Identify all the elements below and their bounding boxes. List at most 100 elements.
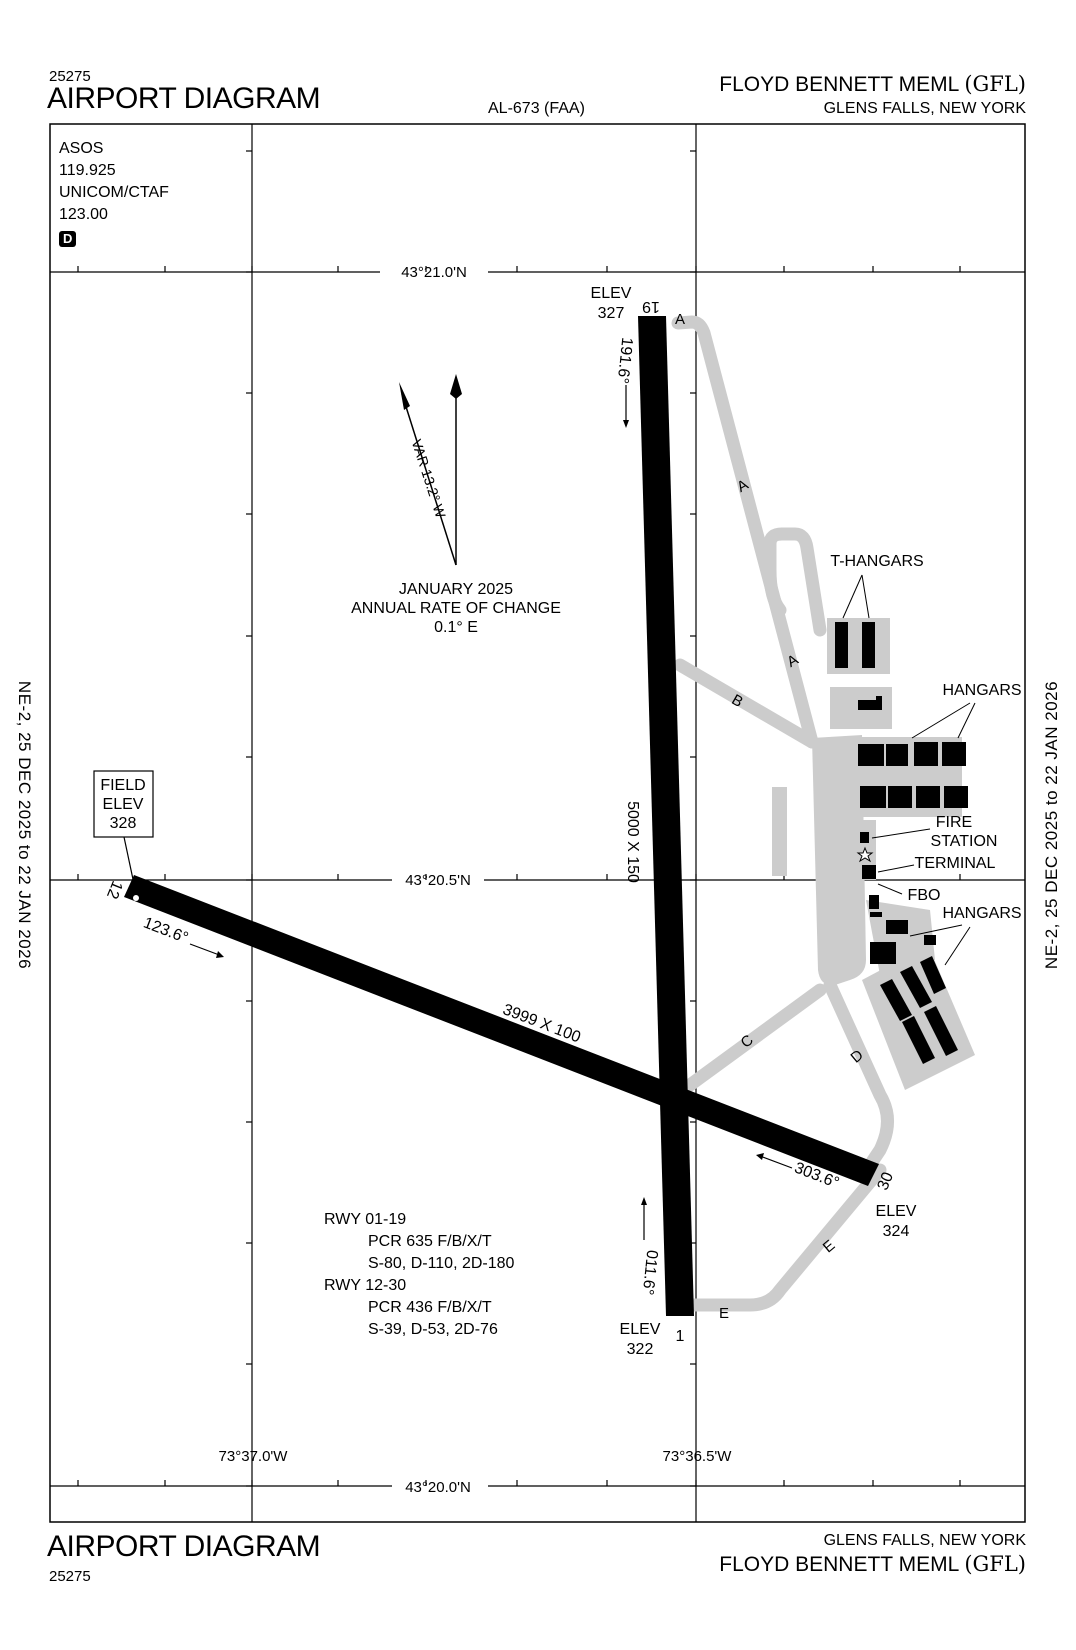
terminal-building: [862, 865, 876, 879]
taxiway-a: [671, 315, 819, 749]
airport-ident: (GFL): [964, 72, 1026, 96]
hangars-label-south: HANGARS: [942, 905, 1021, 922]
rwy-12-arrowhead: [216, 951, 224, 958]
airport-ident: (GFL): [964, 1552, 1026, 1576]
hangar-sw1: [880, 979, 912, 1021]
elev-19-label: ELEV: [591, 285, 632, 302]
hangar-s1: [860, 786, 886, 808]
field-elev-marker: [133, 895, 139, 901]
hangar-s4: [944, 786, 968, 808]
elev-1-value: 322: [627, 1341, 654, 1358]
t-hangars-label: T-HANGARS: [830, 553, 923, 570]
hangars-south-leader-1: [909, 924, 963, 937]
t-hangars-leader-2: [861, 574, 870, 619]
rwy-30-heading-arrow: [759, 1155, 793, 1169]
d-atis-badge: D: [59, 231, 77, 247]
chart-frame: [49, 123, 1026, 1523]
taxiway-a-bypass: [763, 527, 827, 637]
rwy-01-19-dimensions: 5000 X 150: [624, 801, 641, 883]
taxiway-label-e2: E: [719, 1305, 729, 1322]
hangar-small-east: [924, 935, 936, 945]
elev-30-label: ELEV: [876, 1203, 917, 1220]
t-hangar-2: [862, 622, 875, 668]
field-elev-value: 328: [110, 815, 137, 832]
taxiway-d: [823, 978, 894, 1172]
fire-station-star-icon: [856, 846, 874, 863]
terminal-label: TERMINAL: [915, 855, 996, 872]
pcr-rwy-12-30: RWY 12-30: [324, 1277, 406, 1294]
lon-label-right: 73°36.5'W: [663, 1448, 733, 1465]
hangars-south-leader-2: [944, 926, 971, 966]
hangar-n2: [886, 744, 908, 766]
rwy-1-end-label: 1: [676, 1328, 685, 1345]
city-state-top: GLENS FALLS, NEW YORK: [823, 100, 1026, 117]
taxiway-e: [683, 1163, 887, 1312]
pcr-rwy-01-19-weights: S-80, D-110, 2D-180: [368, 1255, 515, 1272]
taxiway-b: [673, 658, 819, 749]
taxiway-label-a1: A: [675, 311, 685, 328]
rwy-19-end-label: 19: [642, 298, 660, 315]
small-hangar-body: [858, 700, 880, 710]
field-elev-line1: FIELD: [100, 777, 145, 794]
pcr-rwy-12-30-value: PCR 436 F/B/X/T: [368, 1299, 492, 1316]
airport-name-text: FLOYD BENNETT MEML: [719, 1553, 959, 1576]
hangar-s2: [888, 786, 912, 808]
grid-ticks: [77, 150, 961, 1487]
terminal-leader: [877, 864, 915, 873]
fbo-annex: [870, 912, 882, 917]
fire-station-label-1: FIRE: [936, 814, 972, 831]
buildings: [835, 622, 968, 1064]
airport-name-top: FLOYD BENNETT MEML (GFL): [719, 72, 1026, 97]
small-hangar-wing: [876, 696, 882, 710]
rwy-1-arrowhead: [641, 1197, 647, 1205]
fbo-leader: [877, 883, 903, 895]
procedure-id: AL-673 (FAA): [488, 100, 585, 117]
airport-name-bottom: FLOYD BENNETT MEML (GFL): [719, 1552, 1026, 1577]
lat-label-mid: 43°20.5'N: [405, 872, 471, 889]
field-elev-leader: [123, 836, 135, 885]
chart-id-top: 25275: [49, 68, 91, 85]
annual-change-label: ANNUAL RATE OF CHANGE: [351, 600, 561, 617]
variation-date: JANUARY 2025: [399, 581, 513, 598]
field-elev-box: [93, 770, 154, 838]
rwy-12-heading-arrow: [189, 943, 223, 957]
comms-block: ASOS 119.925 UNICOM/CTAF 123.00 D: [59, 138, 169, 250]
taxiway-label-e1: E: [820, 1237, 839, 1256]
pcr-rwy-12-30-weights: S-39, D-53, 2D-76: [368, 1321, 498, 1338]
t-hangars-leader-1: [842, 574, 863, 619]
hangar-n4: [942, 742, 966, 766]
elev-1-label: ELEV: [620, 1321, 661, 1338]
apron-strip-west: [772, 787, 787, 876]
chart-title-bottom: AIRPORT DIAGRAM: [47, 1530, 321, 1563]
hangar-sw2: [900, 966, 932, 1008]
unicom-label: UNICOM/CTAF: [59, 184, 169, 201]
main-apron: [812, 735, 866, 986]
field-elev-line2: ELEV: [103, 796, 144, 813]
hangars-leader-1: [911, 702, 971, 739]
lat-label-bottom: 43°20.0'N: [405, 1479, 471, 1496]
rwy-1-heading: 011.6°: [639, 1249, 661, 1296]
runway-01-19: [638, 316, 694, 1316]
elev-30-value: 324: [883, 1223, 910, 1240]
hangar-ss1: [902, 1016, 935, 1064]
t-hangar-1: [835, 622, 848, 668]
hangar-southwest: [870, 942, 896, 964]
fire-station-building: [860, 832, 869, 843]
chart-title-top: AIRPORT DIAGRAM: [47, 82, 321, 115]
magnetic-north-arrow-icon: [399, 382, 410, 410]
fire-station-label-2: STATION: [931, 833, 998, 850]
city-state-bottom: GLENS FALLS, NEW YORK: [823, 1532, 1026, 1549]
true-north-arrow-icon: [450, 374, 462, 399]
grid-lines: [50, 124, 1025, 1522]
hangar-n1: [858, 744, 884, 766]
annual-change-value: 0.1° E: [434, 619, 478, 636]
hangar-mid: [886, 920, 908, 934]
taxiway-network: [671, 315, 894, 1312]
airport-name-text: FLOYD BENNETT MEML: [719, 73, 959, 96]
variation-label: VAR 13.2° W: [409, 437, 450, 520]
hangar-n3: [914, 742, 938, 766]
hangars-label-north: HANGARS: [942, 682, 1021, 699]
lon-label-left: 73°37.0'W: [219, 1448, 289, 1465]
hangar-s3: [916, 786, 940, 808]
